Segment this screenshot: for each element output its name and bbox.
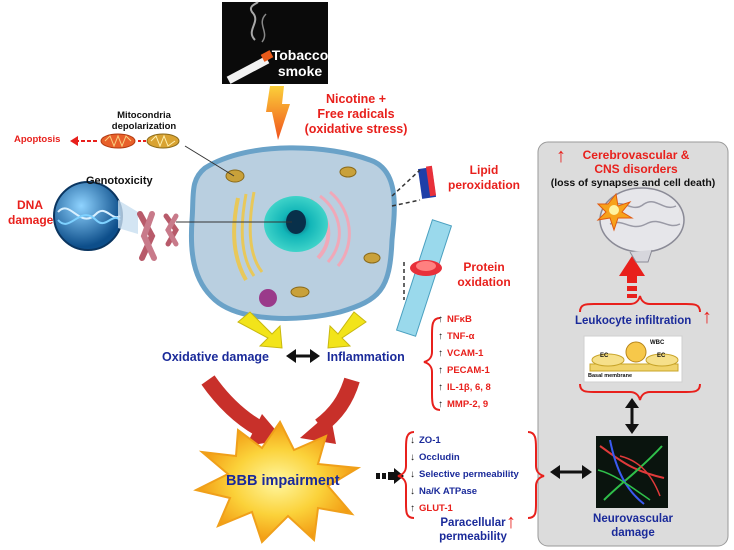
flame-arrow [266,86,290,140]
neuro-line2: damage [611,527,655,539]
apoptosis-arrowhead [70,136,78,146]
brace-leukocyte-top [579,295,701,313]
protein-line1: Protein [463,260,505,274]
inflammation-label: Inflammation [327,350,405,364]
brain-image [596,187,685,263]
basal-membrane-label: Basal membrane [588,373,633,379]
mito-line2: depolarization [111,121,177,132]
nicotine-label: Nicotine + Free radicals (oxidative stre… [300,92,412,137]
marker-mmp: MMP-2, 9 [438,396,491,413]
paracellular-line1: Paracellular [440,517,506,529]
bbb-marker-occludin: Occludin [410,449,519,466]
ec-left-label: EC [600,353,609,359]
cns-subtitle: (loss of synapses and cell death) [550,177,716,189]
brace-leukocyte-bottom [579,383,701,401]
dna-line1: DNA [17,198,43,212]
cns-up-icon: ↑ [556,145,566,167]
tobacco-smoke-image [222,1,328,84]
brace-inflammation-left [423,317,441,411]
protein-membrane-icon [395,219,453,337]
marker-tnf: TNF-α [438,328,491,345]
paracellular-up-icon: ↑ [506,511,516,533]
marker-nfkb: NFκB [438,311,491,328]
bbb-marker-selective: Selective permeability [410,466,519,483]
bbb-marker-glut1: GLUT-1 [410,500,519,517]
lipid-line1: Lipid [469,163,499,177]
neurovascular-image [596,436,668,508]
cell-illustration [188,145,397,321]
protein-line2: oxidation [457,275,511,289]
endothelium-image [583,335,683,383]
tobacco-line1: Tobacco [271,47,329,63]
ec-right-label: EC [657,353,666,359]
neurovascular-label: Neurovascular damage [590,512,676,540]
oxidative-damage-label: Oxidative damage [162,350,269,364]
inflammation-markers: NFκB TNF-α VCAM-1 PECAM-1 IL-1β, 6, 8 MM… [438,311,491,413]
double-arrow-bbb-neuro [550,465,592,479]
neuro-line1: Neurovascular [593,513,673,525]
mitochondria-label: Mitocondria depolarization [104,110,184,132]
protein-oxidation-label: Protein oxidation [452,260,516,290]
red-up-arrow-dashed [619,256,645,298]
lipid-membrane-icon [417,165,437,199]
red-curve-arrow-left [201,375,266,438]
dna-zoom-wedge [118,200,138,234]
marker-vcam: VCAM-1 [438,345,491,362]
lipid-dash-1 [391,169,421,197]
marker-pecam: PECAM-1 [438,362,491,379]
nicotine-line3: (oxidative stress) [304,122,408,136]
mitochondria-icons [100,133,180,149]
bbb-marker-nak: Na/K ATPase [410,483,519,500]
yellow-arrow-right [327,311,367,349]
brace-bbb-left [397,431,415,519]
wbc-label: WBC [650,340,665,346]
paracellular-line2: permeability [439,531,507,543]
lipid-peroxidation-label: Lipid peroxidation [448,163,520,193]
marker-il: IL-1β, 6, 8 [438,379,491,396]
leukocyte-label: Leukocyte infiltration [575,315,692,327]
paracellular-label: Paracellular permeability [436,516,510,544]
bbb-marker-zo1: ZO-1 [410,432,519,449]
double-arrow-vertical [625,398,639,434]
apoptosis-label: Apoptosis [14,134,61,145]
bbb-burst [193,420,362,544]
chromosome-icons [137,211,179,261]
cns-line2: CNS disorders [594,162,678,176]
nicotine-line1: Nicotine + [325,92,387,106]
leukocyte-up-icon: ↑ [702,306,712,328]
double-arrow-ox-inflam [286,349,320,363]
genotoxicity-label: Genotoxicity [86,175,153,187]
brace-bbb-right [527,431,545,519]
bbb-markers: ZO-1 Occludin Selective permeability Na/… [410,432,519,517]
lipid-dash-2 [391,199,421,207]
cns-line1: Cerebrovascular & [582,148,690,162]
dna-damage-label: DNA damage [8,198,54,228]
dna-globe [53,181,123,251]
bbb-impairment-label: BBB impairment [226,473,340,489]
mito-line1: Mitocondria [117,110,171,121]
mito-pointer-line [184,145,235,177]
yellow-arrow-left [237,311,283,349]
tobacco-smoke-label: Tobacco smoke [270,47,330,79]
nicotine-line2: Free radicals [317,107,395,121]
tobacco-line2: smoke [277,63,323,79]
lipid-line2: peroxidation [448,178,521,192]
dna-line2: damage [8,213,54,227]
cns-disorders-label: Cerebrovascular & CNS disorders [580,148,692,176]
